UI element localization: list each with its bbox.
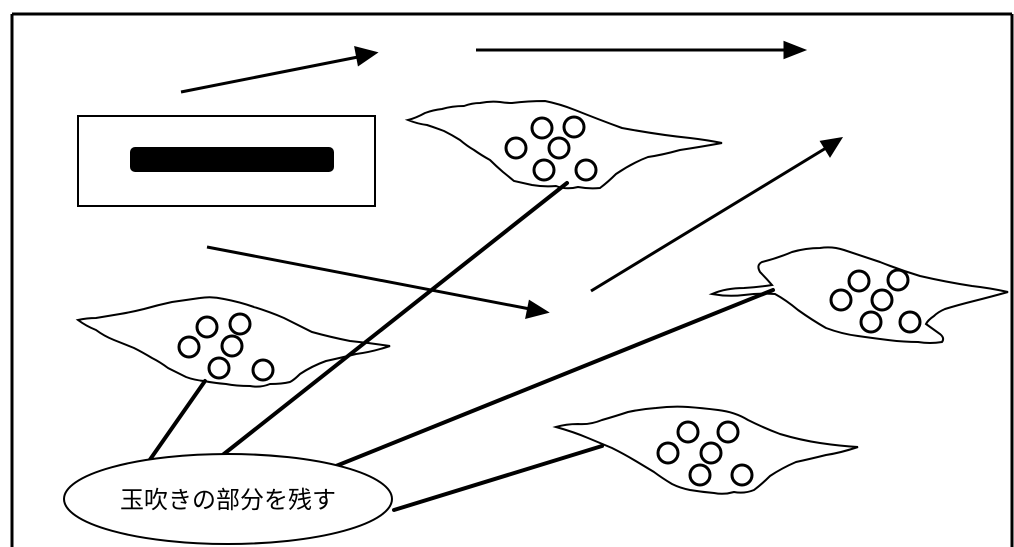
outer-frame: [10, 12, 1014, 547]
callout-ellipse: [63, 453, 393, 545]
arrow-top-left: [180, 45, 379, 94]
leaf-shape-2: [75, 296, 391, 388]
scale-box: [77, 115, 376, 207]
leaf-shape-3: [708, 246, 1009, 344]
arrow-middle-right: [590, 136, 844, 293]
arrow-middle-left: [206, 245, 550, 320]
leaf-shape-4: [552, 405, 859, 495]
pointer-to-shape-2: [147, 379, 207, 463]
pointer-to-shape-1: [208, 181, 569, 467]
scale-bar: [130, 147, 334, 172]
callout-pointers: [147, 181, 775, 512]
arrow-top-right: [476, 40, 808, 60]
pointer-to-shape-4: [392, 444, 604, 512]
flow-arrows: [180, 40, 844, 320]
pointer-to-shape-3: [334, 288, 775, 468]
leaf-shape-1: [404, 99, 723, 190]
callout: 玉吹きの部分を残す: [63, 453, 393, 545]
callout-label: 玉吹きの部分を残す: [120, 486, 336, 514]
